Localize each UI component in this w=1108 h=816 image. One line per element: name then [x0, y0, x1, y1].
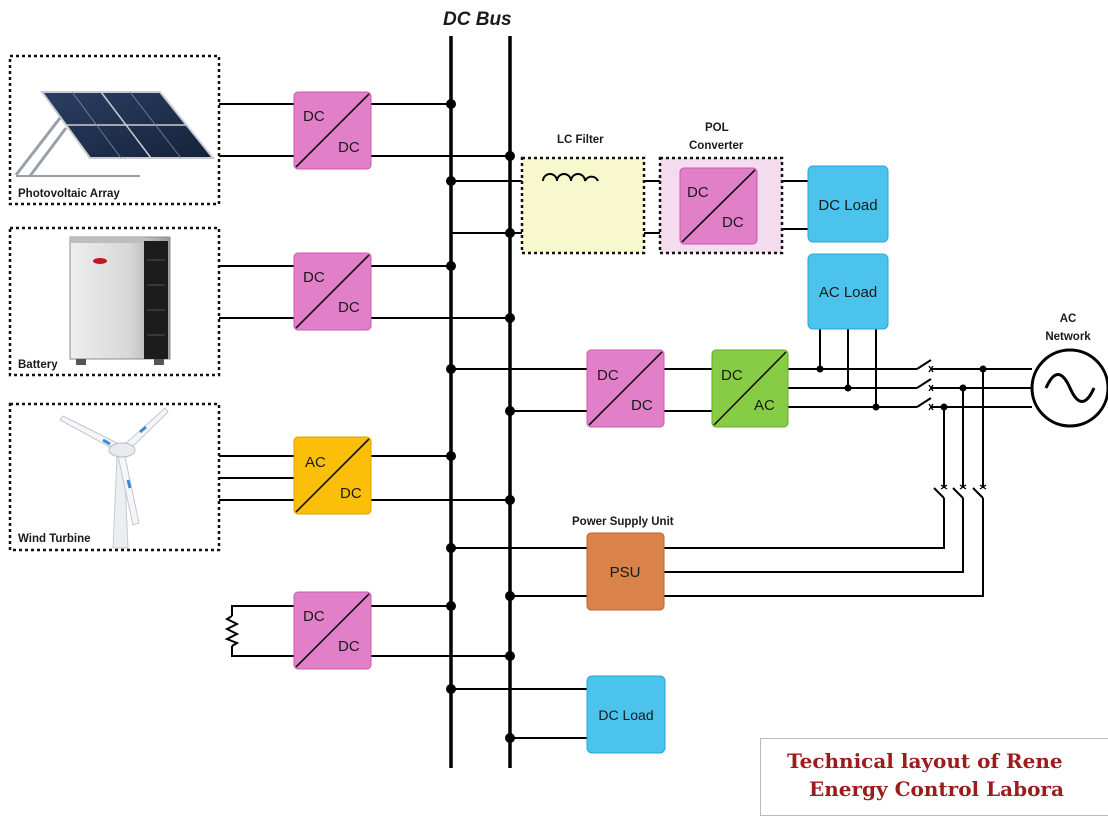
battery-dcdc-converter: DC DC — [294, 253, 371, 330]
caption-line-1: Technical layout of Rene — [787, 749, 1063, 773]
dc-load-bottom-label: DC Load — [598, 707, 653, 723]
battery-cabinet-icon — [70, 237, 170, 365]
battery-block: Battery — [10, 228, 219, 375]
dc-load-top-label: DC Load — [818, 197, 877, 214]
resistor-dcdc-converter: DC DC — [294, 592, 371, 669]
pol-label-line1: POL — [705, 122, 729, 134]
converter-input-label: DC — [303, 108, 325, 125]
ac-network-label-line2: Network — [1045, 331, 1091, 343]
converter-output-label: DC — [340, 485, 362, 502]
converter-output-label: DC — [338, 299, 360, 316]
dc-load-top: DC Load — [808, 166, 888, 242]
lc-filter-label: LC Filter — [557, 134, 604, 146]
wind-turbine-block: Wind Turbine — [10, 404, 219, 550]
power-supply-unit: Power Supply Unit PSU — [572, 516, 674, 610]
switch-marks — [929, 366, 986, 489]
converter-output-label: DC — [338, 139, 360, 156]
wind-turbine-label: Wind Turbine — [18, 533, 91, 545]
converter-input-label: DC — [687, 184, 709, 201]
converter-output-label: DC — [722, 214, 744, 231]
converter-output-label: DC — [338, 638, 360, 655]
converter-input-label: AC — [305, 454, 326, 471]
caption-box: Technical layout of Rene Energy Control … — [760, 738, 1108, 816]
converter-output-label: DC — [631, 397, 653, 414]
dc-bus-title: DC Bus — [443, 9, 512, 30]
wind-acdc-converter: AC DC — [294, 437, 371, 514]
converter-input-label: DC — [721, 367, 743, 384]
grid-dcac-inverter: DC AC — [712, 350, 788, 427]
ac-load-label: AC Load — [819, 284, 877, 301]
converter-output-label: AC — [754, 397, 775, 414]
converter-input-label: DC — [303, 269, 325, 286]
pol-label-line2: Converter — [689, 140, 744, 152]
ac-network-label-line1: AC — [1060, 313, 1077, 325]
caption-line-2: Energy Control Labora — [809, 777, 1064, 801]
ac-network: AC Network — [1032, 313, 1108, 426]
psu-title: Power Supply Unit — [572, 516, 674, 528]
wind-turbine-icon — [60, 408, 168, 548]
solar-panel-icon — [16, 92, 213, 176]
converter-input-label: DC — [597, 367, 619, 384]
photovoltaic-array-block: Photovoltaic Array — [10, 56, 219, 204]
battery-label: Battery — [18, 359, 58, 371]
ac-load: AC Load — [808, 254, 888, 329]
pol-dcdc-converter: DC DC — [680, 168, 757, 244]
grid-dcdc-converter: DC DC — [587, 350, 664, 427]
photovoltaic-array-label: Photovoltaic Array — [18, 188, 120, 200]
lc-filter-block: LC Filter — [522, 134, 644, 253]
pv-dcdc-converter: DC DC — [294, 92, 371, 169]
dc-load-bottom: DC Load — [587, 676, 665, 753]
psu-label: PSU — [610, 564, 641, 581]
converter-input-label: DC — [303, 608, 325, 625]
